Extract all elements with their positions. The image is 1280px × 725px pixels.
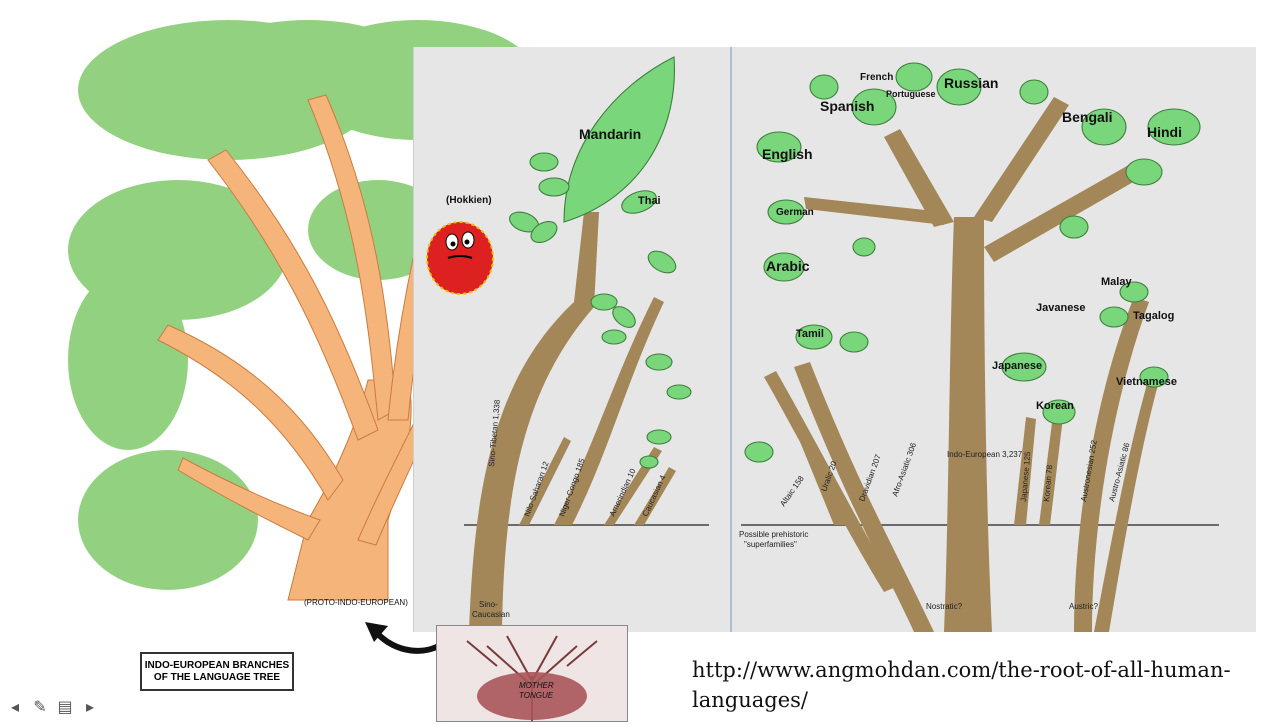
austric-label: Austric? — [1069, 602, 1098, 611]
language-label: Arabic — [766, 258, 810, 274]
language-label: Russian — [944, 75, 998, 91]
caption-line: OF THE LANGUAGE TREE — [153, 671, 281, 683]
language-label: Tagalog — [1133, 310, 1174, 322]
mother-tongue-label: MOTHER — [519, 681, 554, 690]
language-label: Japanese — [992, 360, 1042, 372]
language-label: Thai — [638, 195, 661, 207]
mother-tongue-label: TONGUE — [519, 691, 554, 700]
branch-label: Afro-Asiatic 306 — [890, 441, 918, 498]
language-label: Portuguese — [886, 89, 936, 99]
branch-label: Dravidian 207 — [857, 453, 883, 503]
arrow-left-icon[interactable]: ◂ — [10, 697, 20, 716]
language-label: Vietnamese — [1116, 376, 1177, 388]
branch-label: Indo-European 3,237 — [947, 450, 1023, 459]
mother-tongue-image: MOTHER TONGUE — [436, 625, 628, 722]
branch-label: Caucasian 4 — [641, 473, 668, 518]
branch-label: Korean 78 — [1042, 464, 1054, 502]
source-url[interactable]: http://www.angmohdan.com/the-root-of-all… — [692, 658, 1231, 712]
language-label: French — [860, 72, 893, 83]
mother-tongue-drawing: MOTHER TONGUE — [437, 626, 627, 721]
red-ball-character-icon — [426, 221, 494, 295]
caption-line: INDO-EUROPEAN BRANCHES — [144, 659, 290, 671]
nostratic-label: Nostratic? — [926, 602, 963, 611]
language-label: Mandarin — [579, 126, 641, 142]
baseline-note: Possible prehistoric — [739, 530, 808, 539]
sino-caucasian-label: Sino- — [479, 600, 498, 609]
baseline-note: "superfamilies" — [744, 540, 797, 549]
sino-caucasian-label: Caucasian — [472, 610, 510, 619]
language-label: Spanish — [820, 98, 874, 114]
panel-divider — [730, 47, 732, 632]
language-label: English — [762, 146, 813, 162]
language-tree-drawing: Sino-Tibetan 1,338 Nilo-Saharan 12 Niger… — [446, 56, 1219, 632]
language-label: Malay — [1101, 276, 1132, 288]
root-label: (PROTO-INDO-EUROPEAN) — [304, 598, 408, 607]
language-label: Bengali — [1062, 109, 1113, 125]
language-label: German — [776, 207, 814, 218]
language-label: Javanese — [1036, 302, 1086, 314]
pen-icon[interactable]: ✎ — [33, 697, 47, 716]
language-label: Hindi — [1147, 124, 1182, 140]
language-label: Tamil — [796, 328, 824, 340]
menu-icon[interactable]: ▤ — [57, 697, 73, 716]
language-label: Korean — [1036, 400, 1074, 412]
branch-label: Altaic 158 — [778, 474, 806, 508]
indo-european-caption: INDO-EUROPEAN BRANCHES OF THE LANGUAGE T… — [140, 652, 294, 691]
hokkien-label: (Hokkien) — [446, 195, 492, 206]
slide-nav: ◂ ✎ ▤ ▸ — [6, 698, 99, 716]
branch-label: Japanese 125 — [1019, 451, 1032, 502]
arrow-right-icon[interactable]: ▸ — [85, 697, 95, 716]
language-tree-image: Sino-Tibetan 1,338 Nilo-Saharan 12 Niger… — [413, 47, 1256, 632]
